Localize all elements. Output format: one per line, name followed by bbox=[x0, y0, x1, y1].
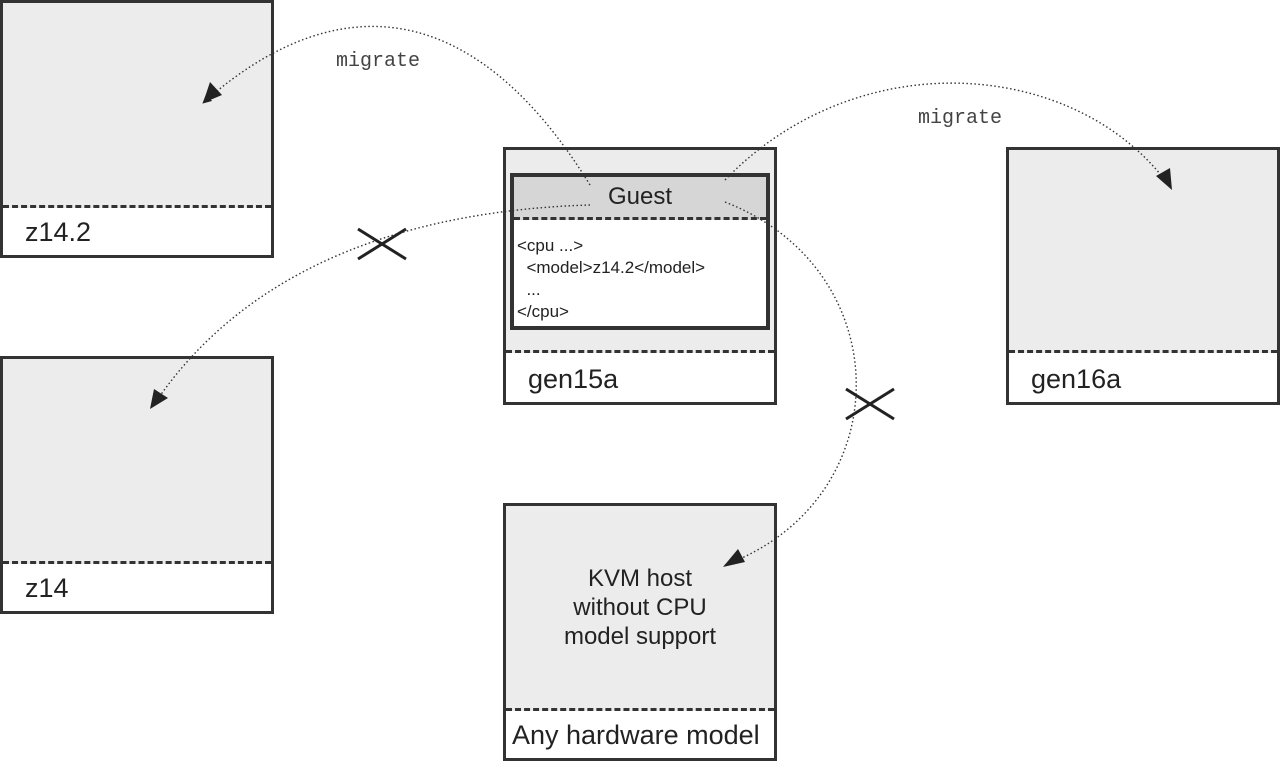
arrowhead-gen16a bbox=[1156, 168, 1172, 190]
host-z14-body bbox=[3, 359, 271, 564]
kvm-text-line: KVM host bbox=[587, 565, 693, 592]
kvm-text-line: without CPU bbox=[573, 594, 707, 621]
migrate-label-gen16a: migrate bbox=[918, 107, 1003, 130]
arrow-to-gen16a bbox=[724, 82, 1171, 188]
guest-title: Guest bbox=[514, 177, 766, 220]
host-gen16a: gen16a bbox=[1006, 147, 1280, 405]
guest-xml-line: ... bbox=[517, 280, 541, 299]
host-z14-2-label: z14.2 bbox=[25, 217, 92, 247]
guest-box: Guest <cpu ...> <model>z14.2</model> ...… bbox=[510, 173, 770, 330]
blocked-cross-z14 bbox=[357, 227, 407, 261]
arrow-to-z14-2 bbox=[202, 25, 591, 186]
host-gen16a-label: gen16a bbox=[1031, 364, 1122, 394]
host-z14-2-body bbox=[3, 3, 271, 208]
host-gen16a-body bbox=[1009, 150, 1277, 353]
host-z14-2: z14.2 bbox=[0, 0, 274, 258]
host-gen15a-label: gen15a bbox=[528, 364, 619, 394]
kvm-text-line: model support bbox=[563, 623, 717, 650]
guest-xml-line: </cpu> bbox=[517, 302, 569, 321]
arrow-to-kvm bbox=[724, 201, 857, 566]
kvm-description: KVM host without CPU model support bbox=[506, 564, 774, 651]
arrowhead-z14 bbox=[150, 389, 168, 409]
host-kvm-body: KVM host without CPU model support bbox=[506, 506, 774, 711]
guest-xml-line: <model>z14.2</model> bbox=[517, 258, 706, 277]
arrow-to-z14 bbox=[152, 204, 591, 407]
host-z14-label: z14 bbox=[25, 573, 69, 603]
blocked-cross-kvm bbox=[845, 387, 895, 421]
host-kvm: KVM host without CPU model support Any h… bbox=[503, 503, 777, 761]
migrate-label-z14-2: migrate bbox=[336, 50, 421, 73]
arrowhead-z14-2 bbox=[203, 82, 222, 103]
guest-xml-line: <cpu ...> bbox=[517, 236, 584, 255]
host-kvm-label: Any hardware model bbox=[512, 720, 760, 750]
arrowhead-kvm bbox=[723, 549, 745, 567]
host-z14: z14 bbox=[0, 356, 274, 614]
guest-cpu-xml: <cpu ...> <model>z14.2</model> ... </cpu> bbox=[517, 235, 705, 323]
